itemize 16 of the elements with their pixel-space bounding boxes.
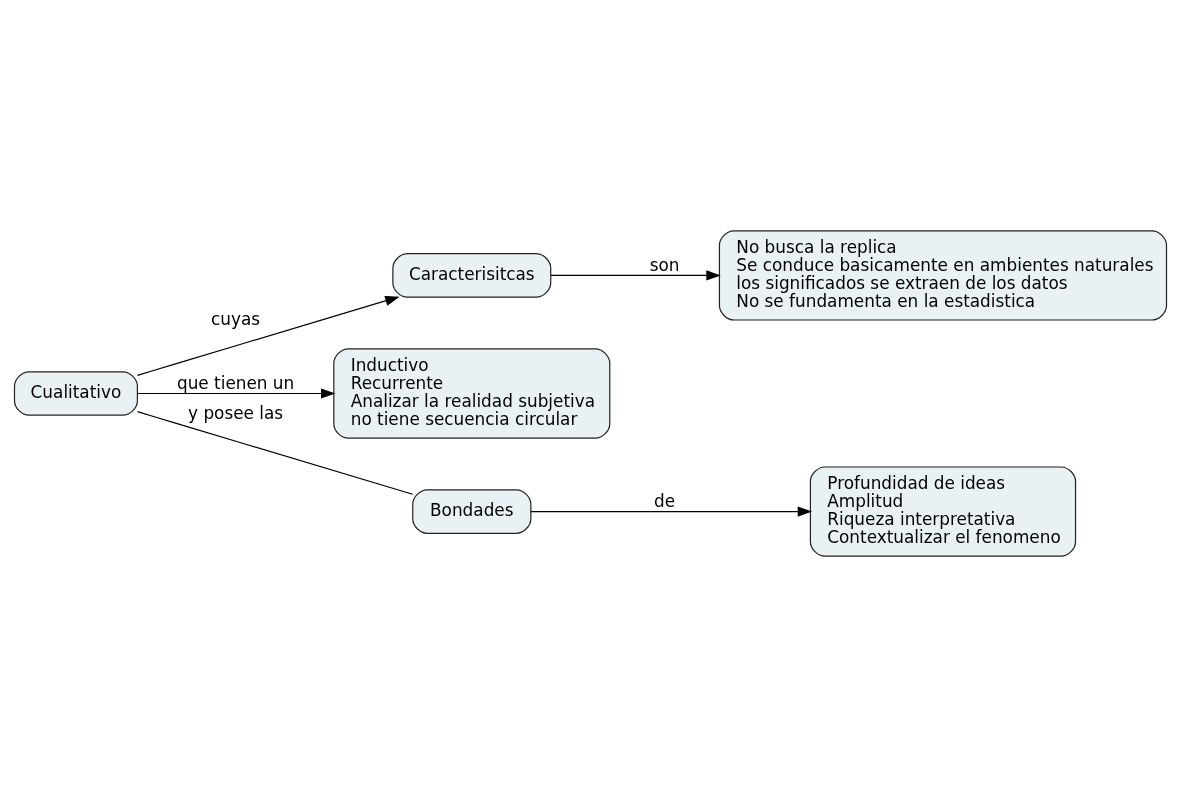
node-box: No busca la replica Se conduce basicamente en ambientes naturales los significados se extraen de los datos No se fundamenta en la estadistica	[718, 229, 1168, 321]
edge-label: de	[654, 490, 676, 511]
edge-label: y posee las	[188, 402, 284, 423]
arrow	[136, 295, 400, 376]
node-box: Caracterisitcas	[392, 252, 552, 298]
node-box: Bondades	[412, 488, 532, 534]
arrow	[550, 269, 721, 280]
edge-label: son	[649, 254, 680, 275]
edge-label: cuyas	[211, 308, 261, 329]
node-box: Inductivo Recurrente Analizar la realidad subjetiva no tiene secuencia circular	[333, 347, 611, 439]
node-box: Cualitativo	[13, 370, 138, 416]
edge-label: que tienen un	[176, 372, 295, 393]
arrow	[137, 387, 336, 399]
connector	[136, 410, 414, 495]
node-box: Profundidad de ideas Amplitud Riqueza interpretativa Contextualizar el fenomeno	[809, 465, 1077, 557]
arrow	[530, 506, 813, 517]
